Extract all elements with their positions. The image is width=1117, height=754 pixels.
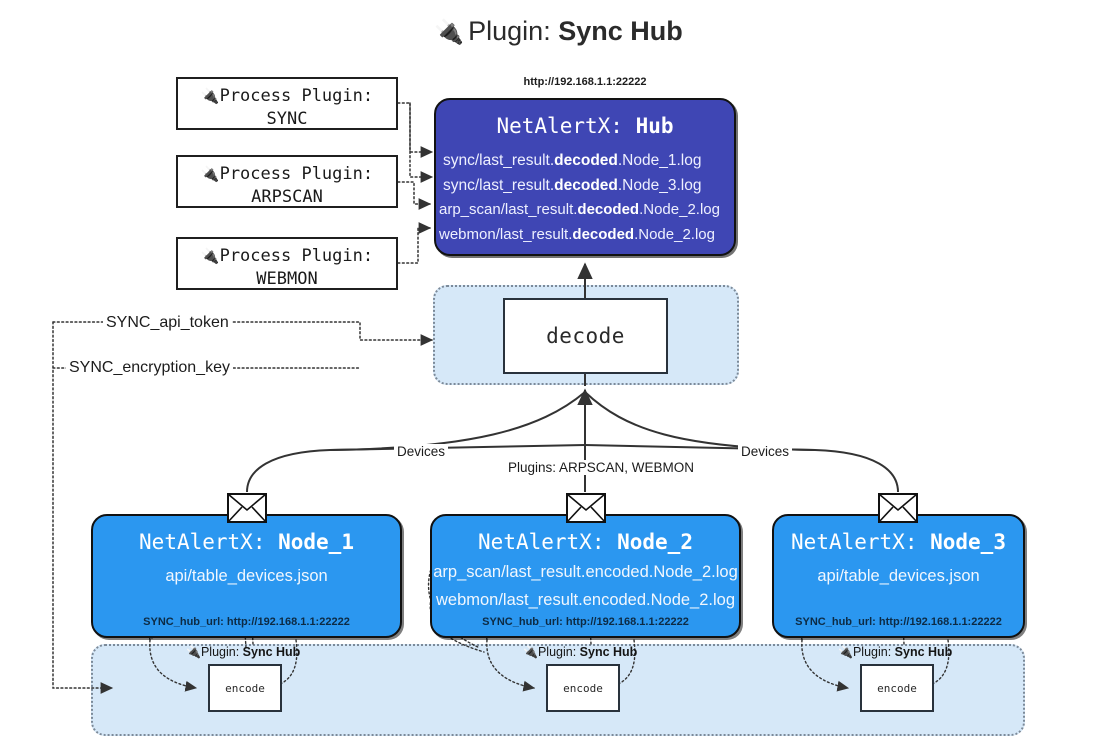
hub-url-label: http://192.168.1.1:22222 [523,76,647,88]
node-2-line: arp_scan/last_result.encoded.Node_2.log [433,563,738,581]
node-2-line: webmon/last_result.encoded.Node_2.log [435,590,736,609]
node-1-name: Node_1 [278,530,354,554]
node-box-2[interactable]: NetAlertX: Node_2 arp_scan/last_result.e… [430,514,741,638]
process-plugin-webmon[interactable]: 🔌Process Plugin: WEBMON [176,237,398,290]
node-2-url: SYNC_hub_url: http://192.168.1.1:22222 [482,616,689,628]
encoder-1-caption: 🔌Plugin: Sync Hub [186,645,301,659]
encoder-3-caption: 🔌Plugin: Sync Hub [838,645,953,659]
node-1-url: SYNC_hub_url: http://192.168.1.1:22222 [143,616,350,628]
plug-icon: 🔌 [838,645,853,659]
secret-label-encryption-key: SYNC_encryption_key [66,359,233,377]
edge-label-devices-right: Devices [738,444,793,459]
page-title-name: Sync Hub [558,16,683,46]
process-plugin-sync-line1: Process Plugin: [219,86,374,106]
envelope-icon [566,493,606,523]
encode-box-1[interactable]: encode [208,664,282,712]
edge-label-devices-left: Devices [394,444,449,459]
hub-log-list: sync/last_result.decoded.Node_1.log sync… [436,148,734,247]
process-plugin-sync-line2: SYNC [266,108,308,129]
process-plugin-arpscan-line1: Process Plugin: [219,164,374,184]
hub-log-line: webmon/last_result.decoded.Node_2.log [439,225,715,243]
plug-icon: 🔌 [200,166,220,183]
plug-icon: 🔌 [200,88,220,105]
decode-box[interactable]: decode [503,298,668,374]
edge-label-plugins-center: Plugins: ARPSCAN, WEBMON [505,460,698,475]
process-plugin-arpscan-line2: ARPSCAN [251,186,323,207]
encode-box-2[interactable]: encode [546,664,620,712]
envelope-icon [878,493,918,523]
node-1-title: NetAlertX: Node_1 [139,530,354,554]
plug-icon: 🔌 [200,248,220,265]
node-3-name: Node_3 [930,530,1006,554]
node-2-title: NetAlertX: Node_2 [478,530,693,554]
envelope-icon [227,493,267,523]
node-3-line: api/table_devices.json [817,567,980,585]
hub-log-line: sync/last_result.decoded.Node_1.log [443,152,702,169]
plug-icon: 🔌 [434,19,465,46]
hub-title: NetAlertX: Hub [436,114,734,138]
page-title-prefix: Plugin: [468,16,559,46]
hub-box[interactable]: NetAlertX: Hub sync/last_result.decoded.… [434,98,736,256]
node-3-url: SYNC_hub_url: http://192.168.1.1:22222 [795,616,1002,628]
node-box-1[interactable]: NetAlertX: Node_1 api/table_devices.json… [91,514,402,638]
node-3-title: NetAlertX: Node_3 [791,530,1006,554]
node-2-name: Node_2 [617,530,693,554]
node-box-3[interactable]: NetAlertX: Node_3 api/table_devices.json… [772,514,1025,638]
process-plugin-webmon-line1: Process Plugin: [219,246,374,266]
hub-title-prefix: NetAlertX: [496,114,636,138]
hub-title-name: Hub [635,114,674,138]
secret-label-api-token: SYNC_api_token [103,314,232,332]
page-title: 🔌Plugin: Sync Hub [0,16,1117,47]
process-plugin-arpscan[interactable]: 🔌Process Plugin: ARPSCAN [176,155,398,208]
hub-log-line: sync/last_result.decoded.Node_3.log [443,177,702,195]
process-plugin-webmon-line2: WEBMON [256,268,318,289]
node-1-line: api/table_devices.json [165,567,328,585]
encoder-2-caption: 🔌Plugin: Sync Hub [523,645,638,659]
plug-icon: 🔌 [523,645,538,659]
process-plugin-sync[interactable]: 🔌Process Plugin: SYNC [176,77,398,130]
plug-icon: 🔌 [186,645,201,659]
hub-log-line: arp_scan/last_result.decoded.Node_2.log [439,201,720,219]
encode-box-3[interactable]: encode [860,664,934,712]
